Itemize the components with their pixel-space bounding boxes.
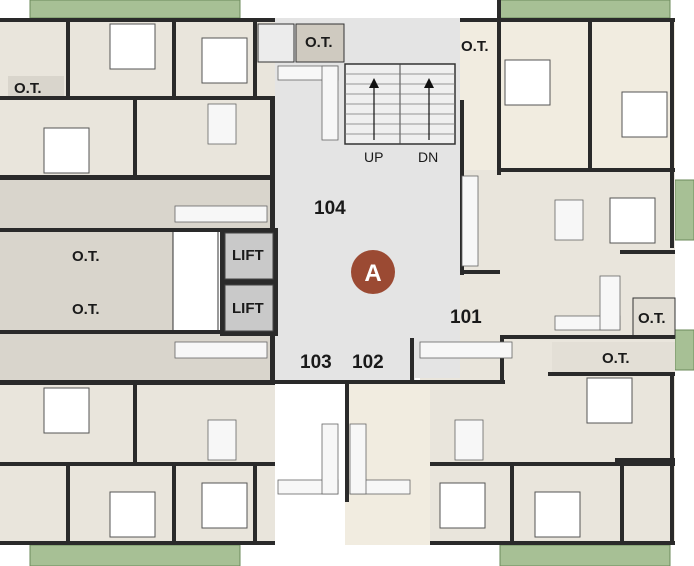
unit-104-label: 104 [314, 198, 346, 219]
core-badge-label: A [364, 260, 381, 287]
core-badge [351, 250, 395, 294]
stair-down-label: DN [418, 149, 438, 165]
unit-103-label: 103 [300, 352, 332, 373]
kitchen-counters [174, 175, 513, 359]
duct [172, 229, 219, 333]
balcony-bottom-left [29, 544, 241, 566]
ot-label-top-right: O.T. [461, 38, 489, 55]
unit-102-label: 102 [352, 352, 384, 373]
ot-box-top-left [8, 76, 64, 96]
ot-box-right-mid [632, 297, 676, 339]
balcony-top-right [499, 0, 671, 19]
lift-1-label: LIFT [232, 247, 264, 264]
balcony-right-upper [674, 179, 694, 241]
beds [43, 23, 668, 538]
stair-up-label: UP [364, 149, 383, 165]
balcony-right-lower [674, 329, 694, 371]
staircase [344, 63, 456, 145]
lift-2-label: LIFT [232, 300, 264, 317]
unit-101-label: 101 [450, 307, 482, 328]
ot-box-top-center [295, 23, 345, 63]
ot-label-top-left: O.T. [14, 80, 42, 97]
sofas [277, 65, 621, 495]
ot-label-left-mid-upper: O.T. [72, 248, 100, 265]
balcony-top-left [29, 0, 241, 19]
lift-shafts [220, 228, 278, 336]
ot-label-top-center: O.T. [305, 34, 333, 51]
ot-box-right-lower [552, 342, 675, 372]
balcony-bottom-right [499, 544, 671, 566]
ot-label-left-mid-lower: O.T. [72, 301, 100, 318]
ot-label-right-mid: O.T. [638, 310, 666, 327]
ot-label-right-lower: O.T. [602, 350, 630, 367]
dining-tables [207, 103, 584, 461]
